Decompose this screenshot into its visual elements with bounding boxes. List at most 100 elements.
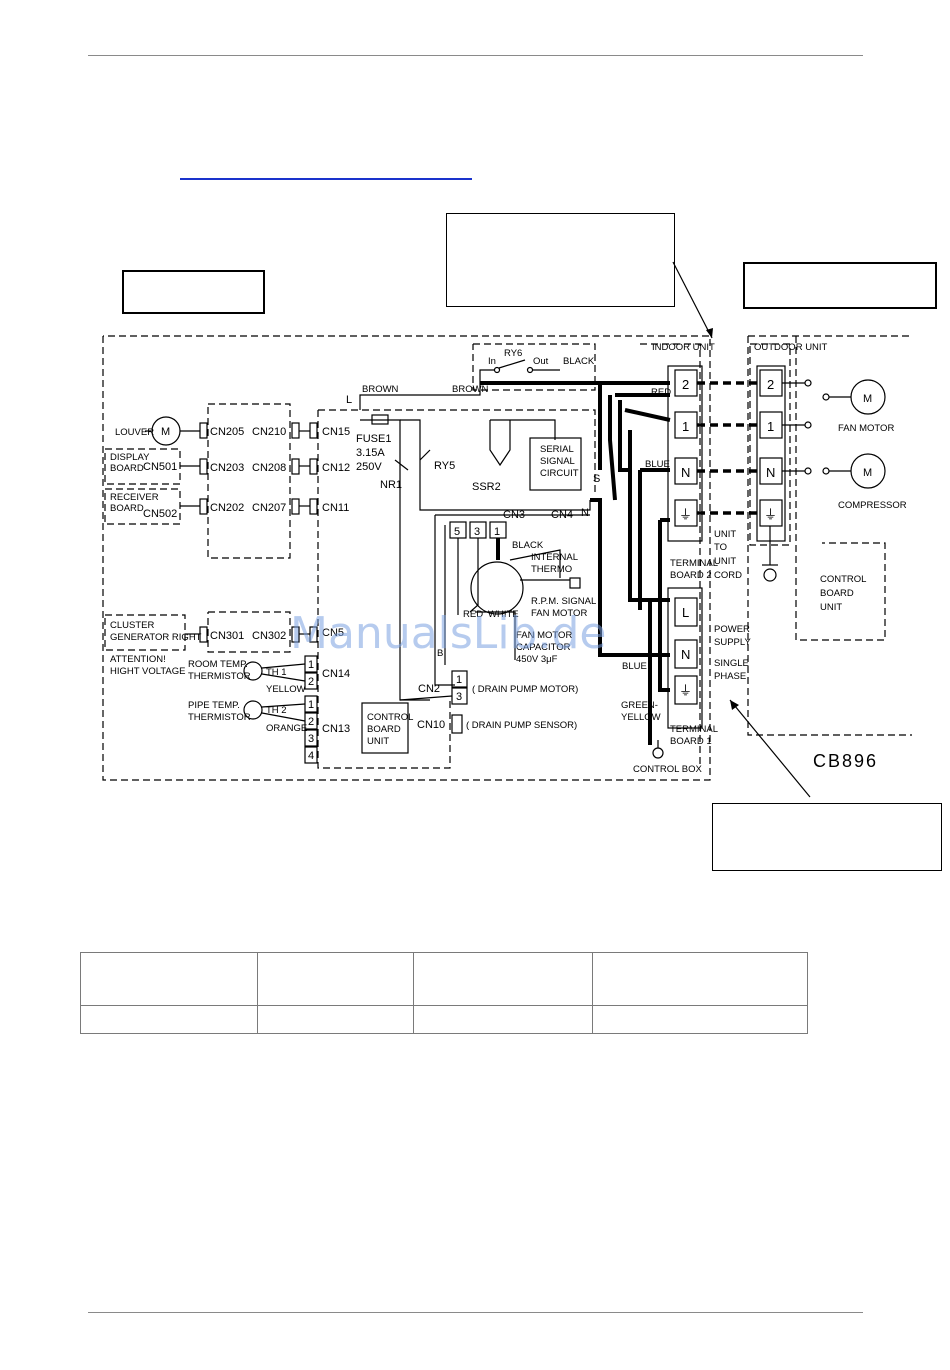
tb1-term-l: L <box>682 605 689 620</box>
cn11-label: CN11 <box>322 502 349 514</box>
fuse-label-3: 250V <box>356 461 382 473</box>
outdoor-term-n: N <box>766 465 775 480</box>
cn15-label: CN15 <box>322 426 350 438</box>
fuse-label-2: 3.15A <box>356 447 385 459</box>
cn207-label: CN207 <box>252 502 286 514</box>
power-supply-4: PHASE <box>714 671 746 682</box>
rpm-label-1: R.P.M. SIGNAL <box>531 596 596 607</box>
terminal-board1-label-2: BOARD 1 <box>670 736 712 747</box>
callout-box-power <box>712 803 942 871</box>
louver-motor-symbol: M <box>161 426 170 438</box>
compressor-label: COMPRESSOR <box>838 500 907 511</box>
link-underline[interactable] <box>180 178 472 180</box>
thermistors <box>243 655 318 764</box>
callout-box-outdoor <box>743 262 937 309</box>
out-label: Out <box>533 356 549 367</box>
internal-thermo-2: THERMO <box>531 564 572 575</box>
control-board-label-3: UNIT <box>367 736 389 747</box>
pipe-temp-label-2: THERMISTOR <box>188 712 251 723</box>
cn5-label: CN5 <box>322 627 344 639</box>
b-mark: B <box>437 648 443 659</box>
fan-cap-2: CAPACITOR <box>516 642 571 653</box>
serial-label-1: SERIAL <box>540 444 574 455</box>
table-cell <box>592 952 808 1006</box>
outdoor-unit-label: OUTDOOR UNIT <box>754 342 828 353</box>
table-row <box>80 1005 808 1034</box>
green-yellow-label-1: GREEN- <box>621 700 658 711</box>
outdoor-term-2: 2 <box>767 377 774 392</box>
compressor-symbol: M <box>863 467 872 479</box>
watermark: ManualsLib.de <box>290 608 606 659</box>
outdoor-term-earth: ⏚ <box>764 507 777 522</box>
ssr2-label: SSR2 <box>472 481 501 493</box>
tb2-term-earth: ⏚ <box>679 507 692 522</box>
callout-pointers <box>672 261 811 798</box>
terminal-board-1 <box>667 587 703 729</box>
green-yellow-label-2: YELLOW <box>621 712 661 723</box>
cn12-label: CN12 <box>322 462 350 474</box>
internal-thermo-1: INTERNAL <box>531 552 578 563</box>
cn501-label: CN501 <box>143 461 177 473</box>
terminal-board1-label-1: TERMINAL <box>670 724 718 735</box>
ry5-label: RY5 <box>434 460 455 472</box>
cluster-label-2: GENERATOR RIGHT <box>110 632 202 643</box>
footer-rule <box>88 1312 863 1313</box>
tb1-term-earth: ⏚ <box>679 683 692 698</box>
cn3-pin-5: 5 <box>454 526 460 538</box>
blue-label-1: BLUE <box>645 459 670 470</box>
fan-motor-assembly <box>434 514 590 686</box>
th1-label: TH 1 <box>266 667 287 678</box>
cluster-label-1: CLUSTER <box>110 620 154 631</box>
table-cell <box>592 1005 808 1034</box>
tb1-term-n: N <box>681 647 690 662</box>
room-temp-label-2: THERMISTOR <box>188 671 251 682</box>
power-supply-1: POWER <box>714 624 750 635</box>
white-label: WHITE <box>488 609 519 620</box>
spec-table <box>80 952 808 1034</box>
cn208-label: CN208 <box>252 462 286 474</box>
ry6-label: RY6 <box>504 348 522 359</box>
yellow-label: YELLOW <box>266 684 306 695</box>
black-label-fan: BLACK <box>512 540 544 551</box>
unit-to-unit-2: TO <box>714 542 727 553</box>
control-board-label-1: CONTROL <box>367 712 413 723</box>
fuse-label-1: FUSE1 <box>356 433 391 445</box>
cn13-pin-1: 1 <box>308 699 314 711</box>
thick-cables <box>480 381 671 745</box>
brown-label-1: BROWN <box>362 384 399 395</box>
serial-signal-box <box>529 437 582 491</box>
serial-label-3: CIRCUIT <box>540 468 579 479</box>
louver-motor: M LOUVER <box>115 416 200 446</box>
connector-chains <box>180 422 318 643</box>
red-label-fan: RED <box>463 609 483 620</box>
cn302-label: CN302 <box>252 630 286 642</box>
cn202-label: CN202 <box>210 502 244 514</box>
room-temp-label-1: ROOM TEMP. <box>188 659 248 670</box>
table-cell <box>257 1005 414 1034</box>
louver-label: LOUVER <box>115 427 154 438</box>
control-board-box-indoor <box>361 702 409 754</box>
cn502-label: CN502 <box>143 508 177 520</box>
fan-motor-label: FAN MOTOR <box>838 423 894 434</box>
cn13-label: CN13 <box>322 723 350 735</box>
cn2-label: CN2 <box>418 683 440 695</box>
s-mark: S <box>593 473 600 485</box>
indoor-unit-label: INDOOR UNIT <box>652 342 715 353</box>
callout-box-cord <box>446 213 675 307</box>
cn2-pin-3: 3 <box>456 691 462 703</box>
terminal-board2-label-2: BOARD 2 <box>670 570 712 581</box>
outdoor-enclosure <box>747 335 912 736</box>
table-row <box>80 952 808 1006</box>
cn210-label: CN210 <box>252 426 286 438</box>
table-cell <box>80 1005 258 1034</box>
table-cell <box>80 952 258 1006</box>
fan-motor-symbol: M <box>863 393 872 405</box>
rpm-label-2: FAN MOTOR <box>531 608 587 619</box>
table-cell <box>413 952 593 1006</box>
tb2-term-1: 1 <box>682 419 689 434</box>
nr1-label: NR1 <box>380 479 402 491</box>
l-mark: L <box>346 394 352 406</box>
cn10-label: CN10 <box>417 719 445 731</box>
control-box-earth <box>652 740 664 759</box>
cn2-pin-1: 1 <box>456 674 462 686</box>
